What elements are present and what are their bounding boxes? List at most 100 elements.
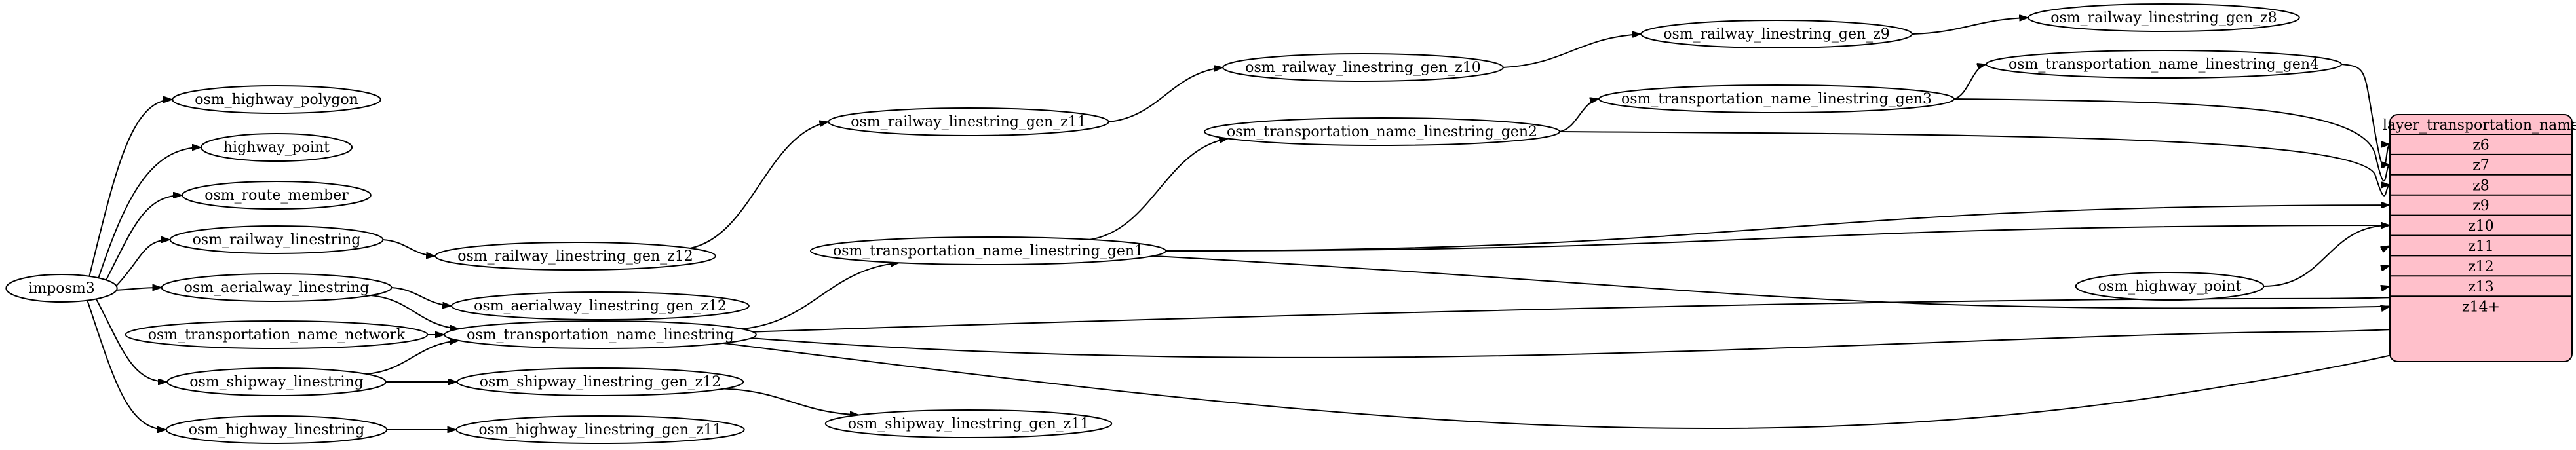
node-ellipse xyxy=(1640,20,1913,48)
node-osm-shipway-linestring-gen-z12: osm_shipway_linestring_gen_z12 xyxy=(456,367,744,396)
node-ellipse xyxy=(824,409,1113,438)
node-label: osm_transportation_name_linestring xyxy=(467,327,734,343)
node-osm-highway-polygon: osm_highway_polygon xyxy=(172,85,381,114)
node-ellipse xyxy=(434,242,716,271)
node-osm-railway-linestring-gen-z10: osm_railway_linestring_gen_z10 xyxy=(1222,53,1504,82)
node-osm-transportation-name-linestring: osm_transportation_name_linestring xyxy=(444,320,757,349)
node-osm-aerialway-linestring-gen-z12: osm_aerialway_linestring_gen_z12 xyxy=(451,291,750,320)
node-osm-railway-linestring-gen-z9: osm_railway_linestring_gen_z9 xyxy=(1640,20,1913,48)
edge-osm-transportation-name-linestring-gen2-to-layer-z8 xyxy=(1560,131,2391,197)
edge-osm-shipway-linestring-to-osm-transportation-name-linestring xyxy=(366,341,459,375)
layer-record-zoom-z12: z12 xyxy=(2468,259,2494,275)
node-label: osm_transportation_name_linestring_gen2 xyxy=(1227,124,1537,140)
node-imposm3: imposm3 xyxy=(5,274,118,303)
node-ellipse xyxy=(161,273,393,302)
node-label: osm_aerialway_linestring_gen_z12 xyxy=(474,298,727,314)
edge-osm-transportation-name-linestring-gen2-to-osm-transportation-name-linestring-gen3 xyxy=(1559,99,1599,132)
edge-osm-transportation-name-linestring-gen3-to-layer-z7 xyxy=(1954,98,2391,182)
node-label: osm_railway_linestring xyxy=(193,232,361,248)
edge-layer xyxy=(87,18,2536,430)
node-osm-transportation-name-network: osm_transportation_name_network xyxy=(125,320,429,349)
edge-osm-railway-linestring-gen-z11-to-osm-railway-linestring-gen-z10 xyxy=(1108,67,1223,122)
layer-record-zoom-z13: z13 xyxy=(2468,279,2494,295)
node-ellipse xyxy=(2028,3,2300,32)
node-label: osm_transportation_name_linestring_gen1 xyxy=(833,243,1144,259)
node-ellipse xyxy=(169,225,384,254)
node-label: osm_highway_linestring xyxy=(189,422,364,438)
node-label: osm_shipway_linestring_gen_z12 xyxy=(480,374,721,390)
node-label: imposm3 xyxy=(28,280,94,297)
edge-osm-railway-linestring-gen-z12-to-osm-railway-linestring-gen-z11 xyxy=(689,122,828,249)
node-ellipse xyxy=(172,85,381,114)
node-ellipse xyxy=(1222,53,1504,82)
edge-osm-transportation-name-linestring-gen4-to-layer-z6 xyxy=(2341,64,2391,168)
node-osm-railway-linestring: osm_railway_linestring xyxy=(169,225,384,254)
node-osm-highway-linestring-gen-z11: osm_highway_linestring_gen_z11 xyxy=(455,415,745,444)
node-label: osm_shipway_linestring xyxy=(189,374,364,390)
layer-record-title: layer_transportation_name xyxy=(2383,117,2576,134)
node-osm-highway-linestring: osm_highway_linestring xyxy=(165,415,388,444)
layer-record-zoom-z8: z8 xyxy=(2472,178,2489,194)
layer-record-zoom-z7: z7 xyxy=(2472,157,2489,174)
node-ellipse xyxy=(200,133,353,162)
node-label: osm_transportation_name_network xyxy=(148,327,406,343)
edge-osm-railway-linestring-gen-z10-to-osm-railway-linestring-gen-z9 xyxy=(1503,34,1641,68)
edge-imposm3-to-osm-aerialway-linestring xyxy=(116,288,162,290)
node-ellipse xyxy=(451,291,750,320)
layer-record-zoom-z10: z10 xyxy=(2468,218,2494,234)
node-label: osm_highway_linestring_gen_z11 xyxy=(478,422,721,438)
edge-imposm3-to-osm-highway-polygon xyxy=(88,100,172,277)
layer-transportation-name-record: layer_transportation_name z6 z7 z8 z9 z10 z11 z… xyxy=(2383,114,2576,362)
edge-imposm3-to-osm-route-member xyxy=(106,195,182,280)
edge-osm-transportation-name-linestring-gen1-to-layer-z9 xyxy=(1166,205,2390,252)
edge-osm-highway-point-to-layer-z10 xyxy=(2263,225,2390,287)
layer-record-zoom-z14plus: z14+ xyxy=(2462,299,2500,316)
edge-osm-railway-linestring-gen-z9-to-osm-railway-linestring-gen-z8 xyxy=(1912,18,2028,35)
edge-imposm3-to-osm-highway-linestring xyxy=(87,300,166,430)
edge-imposm3-to-osm-railway-linestring xyxy=(115,240,170,287)
node-ellipse xyxy=(1203,117,1561,146)
edge-osm-shipway-linestring-gen-z12-to-osm-shipway-linestring-gen-z11 xyxy=(723,388,859,415)
node-osm-shipway-linestring-gen-z11: osm_shipway_linestring_gen_z11 xyxy=(824,409,1113,438)
layer-record-zoom-z9: z9 xyxy=(2472,198,2489,214)
node-ellipse xyxy=(5,274,118,303)
node-label: osm_railway_linestring_gen_z10 xyxy=(1245,60,1481,76)
node-label: osm_route_member xyxy=(204,187,349,204)
node-ellipse xyxy=(828,107,1109,136)
node-ellipse xyxy=(456,367,744,396)
node-label: osm_highway_point xyxy=(2098,278,2242,295)
node-label: osm_railway_linestring_gen_z12 xyxy=(457,248,693,265)
node-osm-transportation-name-linestring-gen3: osm_transportation_name_linestring_gen3 xyxy=(1598,84,1955,113)
node-osm-transportation-name-linestring-gen1: osm_transportation_name_linestring_gen1 xyxy=(809,236,1167,265)
node-label: osm_transportation_name_linestring_gen4 xyxy=(2009,56,2319,73)
edge-osm-transportation-name-linestring-to-osm-transportation-name-linestring-gen1 xyxy=(741,263,900,330)
node-highway-point: highway_point xyxy=(200,133,353,162)
node-osm-aerialway-linestring: osm_aerialway_linestring xyxy=(161,273,393,302)
node-label: osm_railway_linestring_gen_z8 xyxy=(2050,10,2277,26)
node-label: osm_railway_linestring_gen_z11 xyxy=(851,114,1086,130)
edge-osm-railway-linestring-to-osm-railway-linestring-gen-z12 xyxy=(383,239,435,256)
node-ellipse xyxy=(444,320,757,349)
edge-osm-transportation-name-linestring-gen3-to-osm-transportation-name-linestring-gen4 xyxy=(1953,64,1986,100)
node-ellipse xyxy=(166,367,387,396)
node-ellipse xyxy=(1598,84,1955,113)
layer-record-zoom-z11: z11 xyxy=(2468,238,2494,255)
node-osm-transportation-name-linestring-gen2: osm_transportation_name_linestring_gen2 xyxy=(1203,117,1561,146)
node-ellipse xyxy=(455,415,745,444)
layer-record-frame xyxy=(2389,114,2573,362)
node-osm-shipway-linestring: osm_shipway_linestring xyxy=(166,367,387,396)
node-ellipse xyxy=(165,415,388,444)
node-label: osm_railway_linestring_gen_z9 xyxy=(1663,26,1890,43)
node-layer: imposm3osm_highway_polygonhighway_pointo… xyxy=(5,3,2343,444)
node-label: osm_aerialway_linestring xyxy=(184,280,370,296)
node-osm-route-member: osm_route_member xyxy=(182,181,372,210)
edge-osm-transportation-name-linestring-gen1-to-layer-z10 xyxy=(1166,225,2390,252)
node-osm-transportation-name-linestring-gen4: osm_transportation_name_linestring_gen4 xyxy=(1985,50,2343,79)
layer-record-zoom-z6: z6 xyxy=(2472,137,2489,153)
edge-imposm3-to-osm-shipway-linestring xyxy=(95,298,167,382)
node-ellipse xyxy=(2075,272,2265,301)
node-osm-railway-linestring-gen-z11: osm_railway_linestring_gen_z11 xyxy=(828,107,1109,136)
edge-osm-aerialway-linestring-to-osm-transportation-name-linestring xyxy=(370,295,459,329)
node-label: osm_transportation_name_linestring_gen3 xyxy=(1621,91,1932,107)
